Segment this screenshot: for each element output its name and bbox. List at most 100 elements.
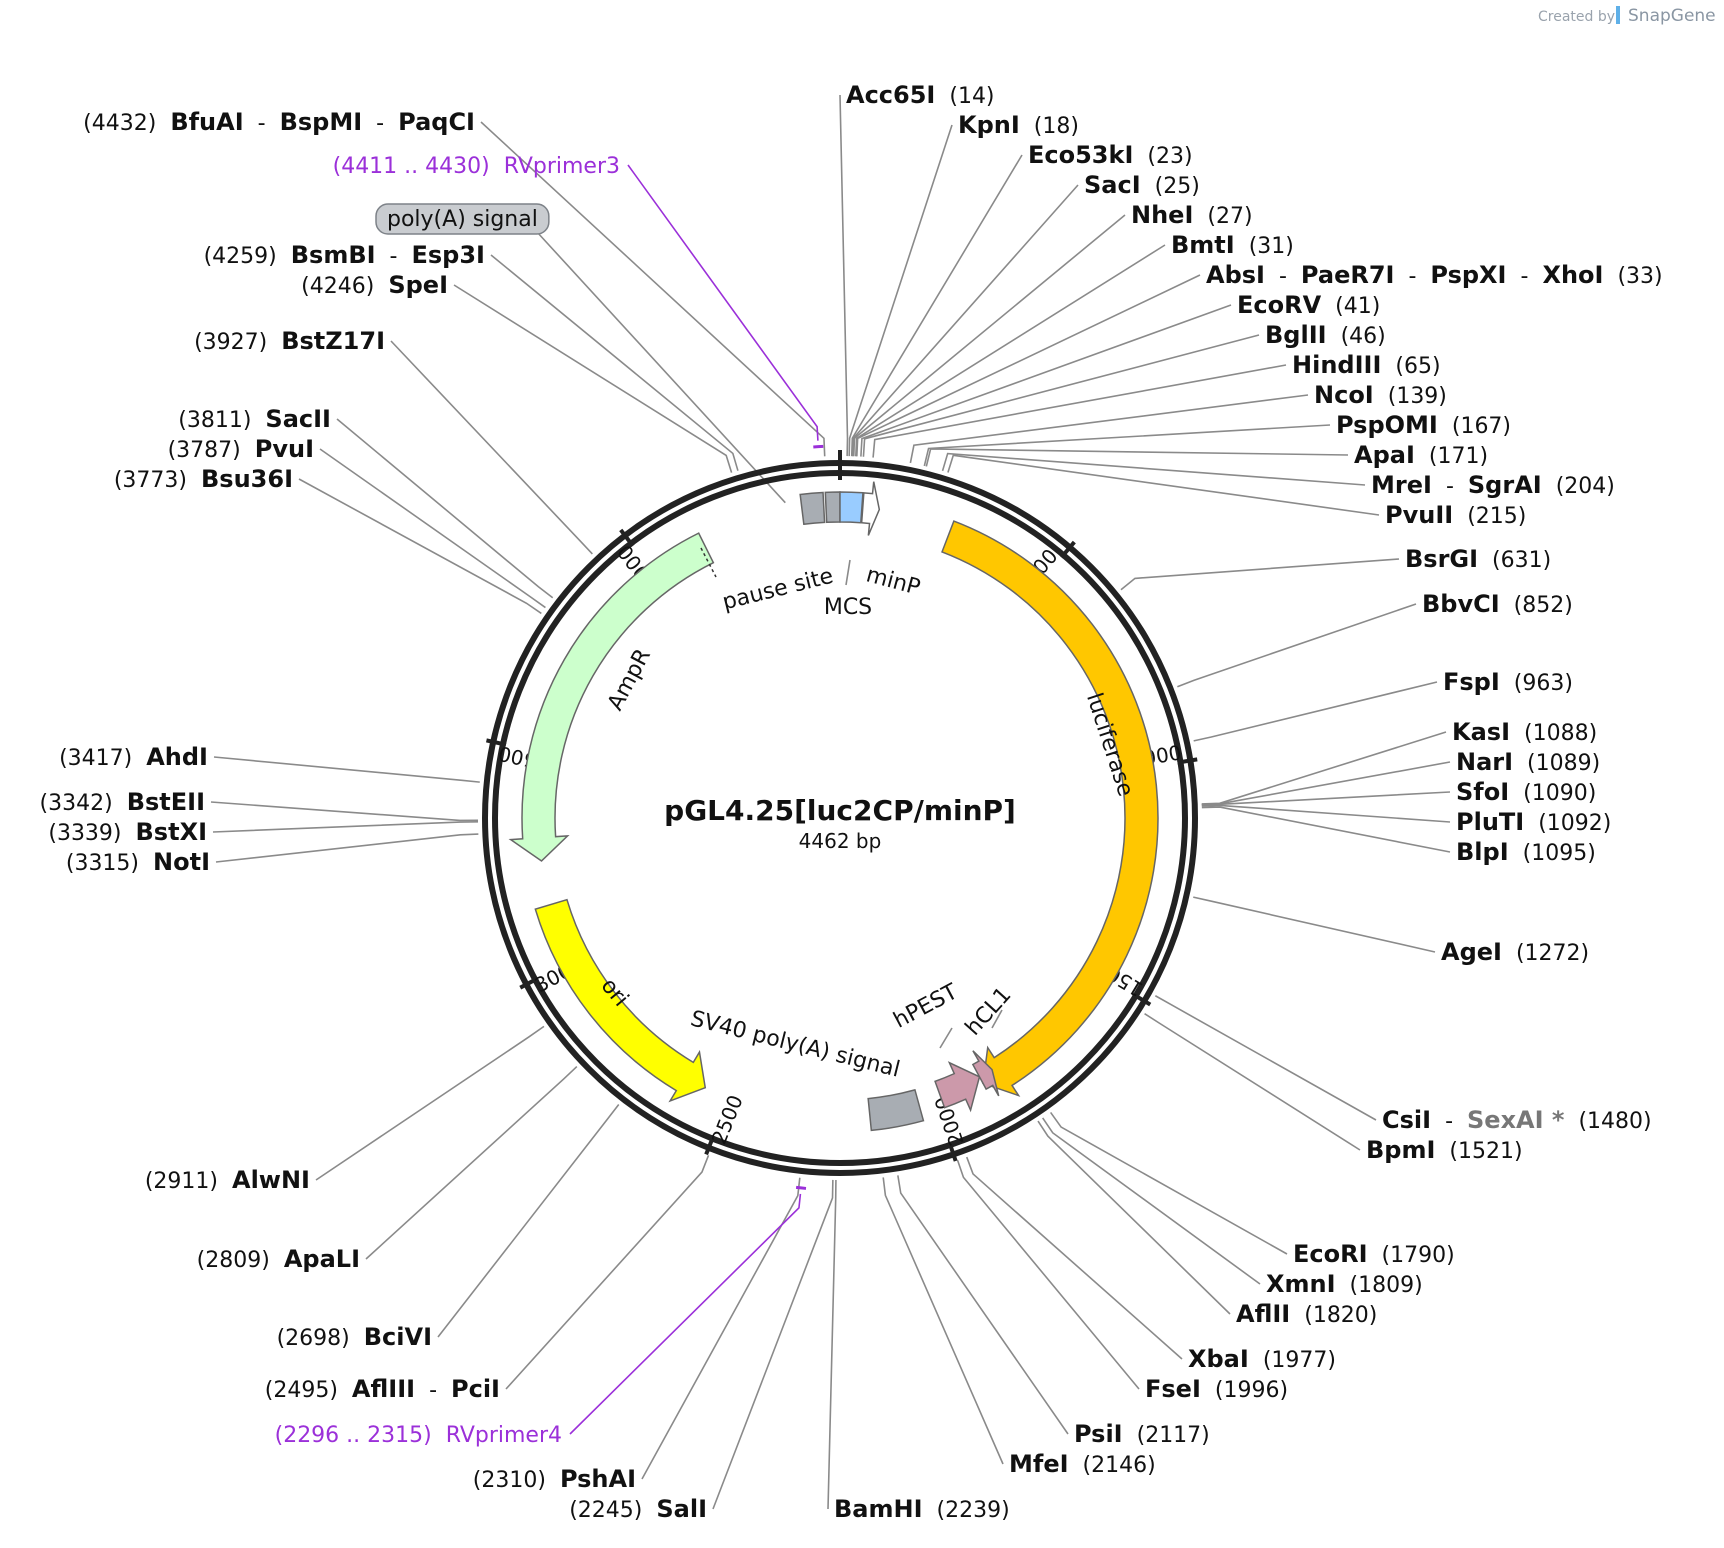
site-bsmbi-esp3i[interactable]: (4259)BsmBI-Esp3I: [204, 241, 485, 269]
primer-rvprimer4[interactable]: (2296 .. 2315)RVprimer4: [275, 1423, 562, 1448]
site-psii[interactable]: PsiI(2117): [1074, 1420, 1210, 1448]
site-position: (3927): [194, 330, 267, 355]
site-sacii[interactable]: (3811)SacII: [178, 405, 331, 433]
feature-ampr[interactable]: [508, 532, 715, 862]
enzyme-name: BspMI: [280, 108, 363, 136]
site-afliii-pcii[interactable]: (2495)AflIII-PciI: [265, 1375, 500, 1403]
site-blpi[interactable]: BlpI(1095): [1456, 838, 1596, 866]
leader-afliii: [505, 1154, 710, 1390]
site-pvui[interactable]: (3787)PvuI: [168, 435, 314, 463]
site-saci[interactable]: SacI(25): [1084, 171, 1200, 199]
site-apali[interactable]: (2809)ApaLI: [197, 1245, 360, 1273]
site-position: (65): [1395, 354, 1440, 379]
site-bbvci[interactable]: BbvCI(852): [1422, 590, 1573, 618]
site-bsu36i[interactable]: (3773)Bsu36I: [114, 465, 293, 493]
site-position: (2698): [277, 1326, 350, 1351]
site-bpmi[interactable]: BpmI(1521): [1366, 1136, 1523, 1164]
primer-arc-rvprimer3[interactable]: [813, 444, 824, 449]
site-apai[interactable]: ApaI(171): [1354, 441, 1488, 469]
leader-alwni: [315, 1025, 545, 1181]
site-position: (4432): [83, 111, 156, 136]
enzyme-name: MfeI: [1009, 1450, 1069, 1478]
site-bstz17i[interactable]: (3927)BstZ17I: [194, 327, 385, 355]
site-xbai[interactable]: XbaI(1977): [1188, 1345, 1336, 1373]
site-sfoi[interactable]: SfoI(1090): [1456, 778, 1596, 806]
site-nhei[interactable]: NheI(27): [1131, 201, 1253, 229]
enzyme-name: SexAI *: [1467, 1106, 1565, 1134]
site-position: (41): [1335, 294, 1380, 319]
site-noti[interactable]: (3315)NotI: [66, 848, 210, 876]
enzyme-name: XhoI: [1542, 261, 1603, 289]
enzyme-name: EcoRV: [1237, 291, 1322, 319]
site-fsei[interactable]: FseI(1996): [1145, 1375, 1288, 1403]
feature-mcs[interactable]: [839, 491, 864, 524]
site-separator: -: [1408, 264, 1416, 289]
site-aflii[interactable]: AflII(1820): [1236, 1300, 1377, 1328]
tick-1000: [1177, 757, 1198, 765]
site-mfei[interactable]: MfeI(2146): [1009, 1450, 1156, 1478]
site-position: (215): [1467, 504, 1526, 529]
site-position: (2117): [1137, 1423, 1210, 1448]
feature-pause-site[interactable]: [799, 491, 826, 526]
site-hindiii[interactable]: HindIII(65): [1292, 351, 1441, 379]
site-acc65i[interactable]: Acc65I(14): [846, 81, 995, 109]
feature-hpest[interactable]: [934, 1061, 981, 1113]
site-ecori[interactable]: EcoRI(1790): [1293, 1240, 1455, 1268]
feature-label-pause-site: pause site: [720, 564, 836, 616]
site-ecorv[interactable]: EcoRV (41): [1237, 291, 1380, 319]
enzyme-name: BstXI: [136, 818, 207, 846]
site-pvuii[interactable]: PvuII(215): [1385, 501, 1526, 529]
tick-label-2500: 2500: [707, 1091, 748, 1147]
site-agei[interactable]: AgeI(1272): [1441, 938, 1589, 966]
leader-ncoi: [909, 394, 1309, 464]
site-bamhi[interactable]: BamHI(2239): [834, 1495, 1010, 1523]
feature-ori[interactable]: [534, 898, 707, 1103]
site-position: (14): [949, 84, 994, 109]
site-pshai[interactable]: (2310)PshAI: [473, 1465, 636, 1493]
enzyme-name: SacI: [1084, 171, 1141, 199]
site-position: (4246): [301, 274, 374, 299]
site-position: (204): [1556, 474, 1615, 499]
site-bcivi[interactable]: (2698)BciVI: [277, 1323, 432, 1351]
site-ncoi[interactable]: NcoI(139): [1314, 381, 1447, 409]
site-sali[interactable]: (2245)SalI: [569, 1495, 707, 1523]
site-kasi[interactable]: KasI(1088): [1452, 718, 1597, 746]
site-bfuai-bspmi-paqci[interactable]: (4432)BfuAI-BspMI-PaqCI: [83, 108, 475, 136]
site-pspomi[interactable]: PspOMI(167): [1336, 411, 1511, 439]
site-position: (1089): [1527, 751, 1600, 776]
site-mrei-sgrai[interactable]: MreI-SgrAI(204): [1371, 471, 1615, 499]
enzyme-name: PluTI: [1456, 808, 1524, 836]
site-alwni[interactable]: (2911)AlwNI: [145, 1166, 310, 1194]
site-ahdi[interactable]: (3417)AhdI: [59, 743, 208, 771]
callout-polya-signal[interactable]: poly(A) signal: [375, 203, 550, 235]
site-position: (1090): [1523, 781, 1596, 806]
site-position: (3315): [66, 851, 139, 876]
enzyme-name: PspOMI: [1336, 411, 1438, 439]
site-xmni[interactable]: XmnI(1809): [1266, 1270, 1423, 1298]
site-fspi[interactable]: FspI(963): [1443, 668, 1573, 696]
feature-minp[interactable]: [860, 481, 881, 536]
site-bglii[interactable]: BglII(46): [1265, 321, 1386, 349]
site-nari[interactable]: NarI(1089): [1456, 748, 1600, 776]
site-bsteii[interactable]: (3342)BstEII: [40, 788, 205, 816]
leader-ahdi: [213, 756, 480, 783]
site-csii-sexai[interactable]: CsiI-SexAI *(1480): [1382, 1106, 1652, 1134]
feature-pause-site-2[interactable]: [824, 491, 841, 524]
site-bsrgi[interactable]: BsrGI(631): [1405, 545, 1551, 573]
feature-hcl1[interactable]: [971, 1050, 1000, 1097]
primer-rvprimer3[interactable]: (4411 .. 4430)RVprimer3: [333, 154, 620, 179]
site-kpni[interactable]: KpnI(18): [958, 111, 1079, 139]
site-separator: -: [1446, 474, 1454, 499]
site-spei[interactable]: (4246)SpeI: [301, 271, 448, 299]
site-pluti[interactable]: PluTI(1092): [1456, 808, 1611, 836]
feature-sv40-poly-a-signal[interactable]: [867, 1088, 925, 1132]
site-eco53ki[interactable]: Eco53kI(23): [1028, 141, 1193, 169]
site-bstxi[interactable]: (3339)BstXI: [48, 818, 207, 846]
leader-lines: [210, 94, 1451, 1510]
primer-arc-rvprimer4[interactable]: [795, 1185, 807, 1190]
enzyme-name: BbvCI: [1422, 590, 1500, 618]
site-bmti[interactable]: BmtI(31): [1171, 231, 1294, 259]
site-absi-paer7i-pspxi-xhoi[interactable]: AbsI-PaeR7I-PspXI-XhoI(33): [1206, 261, 1663, 289]
feature-luciferase[interactable]: [941, 520, 1159, 1097]
leader-sfoi: [1201, 791, 1451, 806]
